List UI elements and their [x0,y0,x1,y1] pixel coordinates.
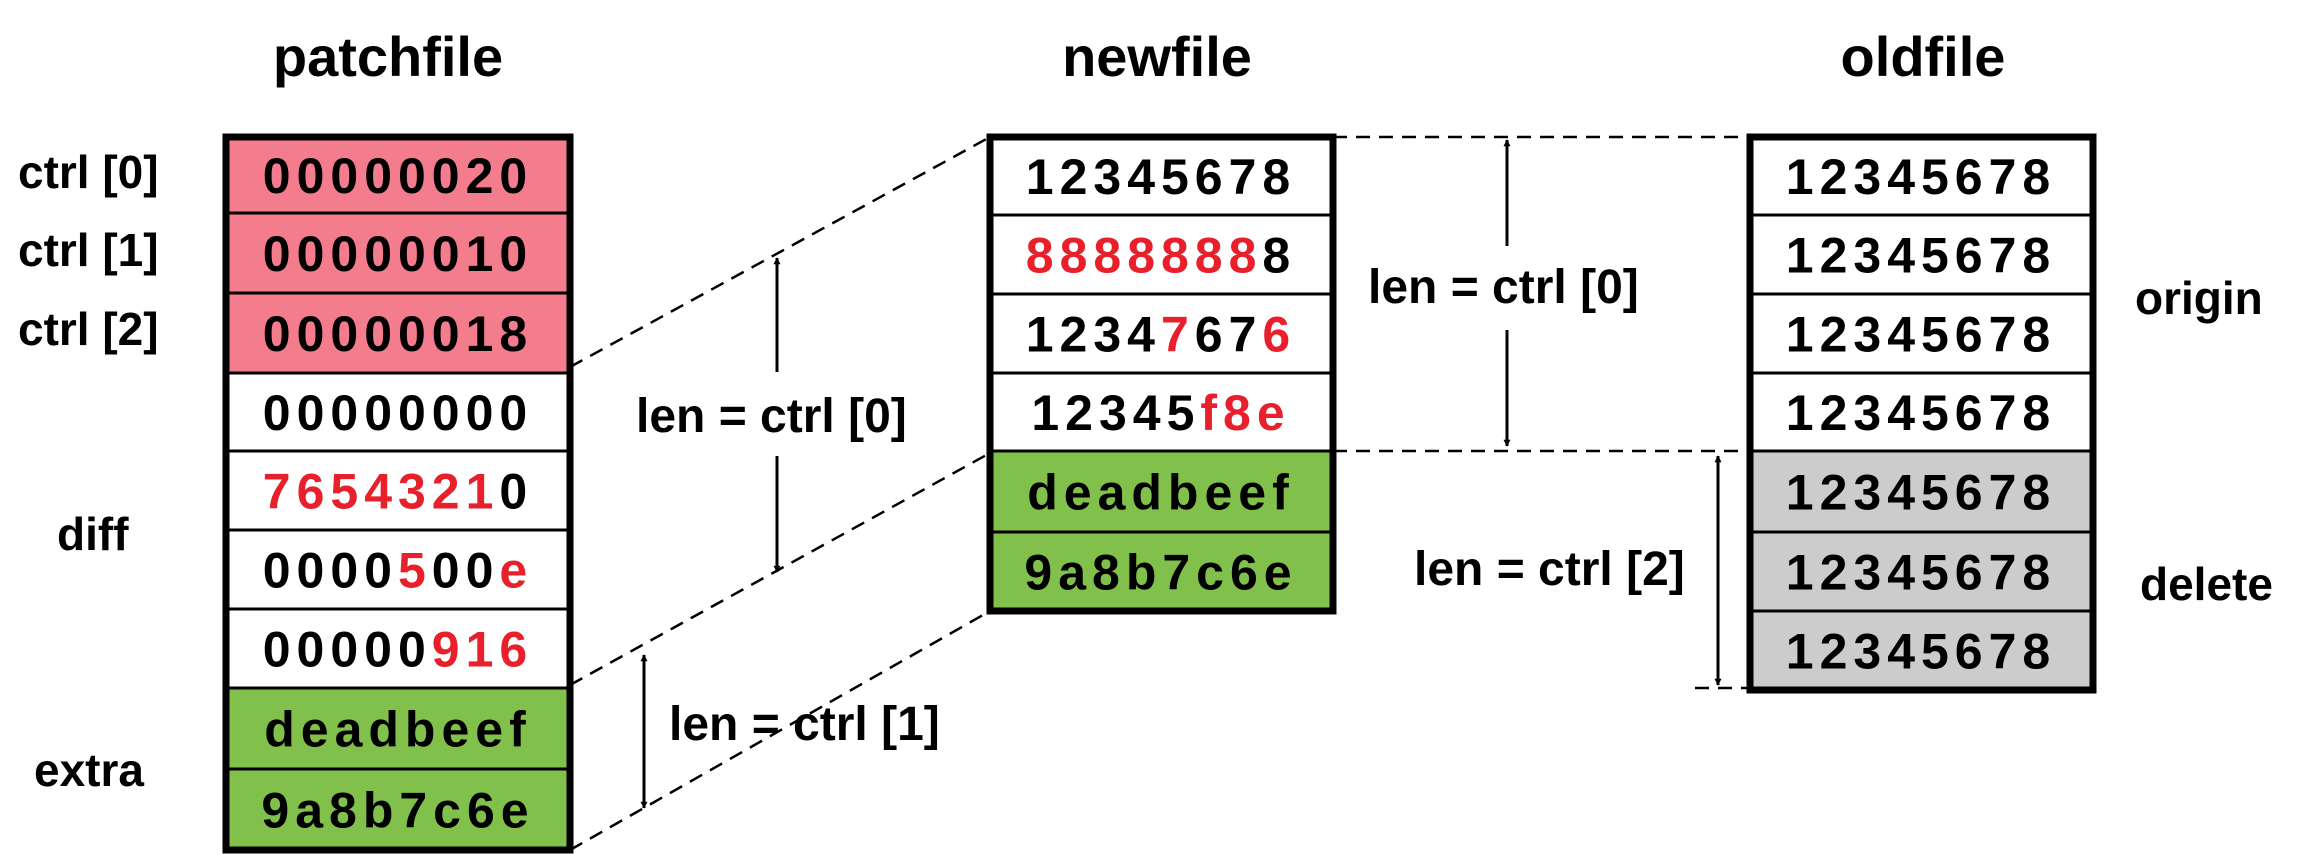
patchfile-cell-value: deadbeef [264,702,532,758]
extra-bottom-connector [569,609,991,852]
delete-label: delete [2140,558,2273,610]
oldfile-cell-bg [1748,292,2095,375]
oldfile-cell-value: 12345678 [1786,307,2056,363]
oldfile-cell-value: 12345678 [1786,228,2056,284]
patchfile-title: patchfile [273,25,503,88]
oldfile-cell-value: 12345678 [1786,545,2056,601]
diff-top-connector [569,135,991,369]
patchfile-cell-value: 00000020 [263,148,533,204]
patchfile-cell-value: 9a8b7c6e [261,783,534,839]
newfile-title: newfile [1062,25,1252,88]
diff-label: diff [57,508,129,560]
oldfile-cell-bg [1748,449,2095,534]
oldfile-cell-value: 12345678 [1786,149,2056,205]
oldfile-column: 12345678 12345678 12345678 12345678 12345678… [1746,133,2097,694]
patchfile-cell-bg [224,211,572,295]
newfile-cell-value: deadbeef [1027,465,1295,521]
oldfile-cell-bg [1748,213,2095,296]
patchfile-cell-value: 00000018 [263,306,533,362]
length-arrows [640,139,1722,809]
newfile-cell-value: 12345f8e [1031,385,1290,441]
newfile-cell-bg [988,530,1335,613]
patchfile-column: 00000020 00000010 00000018 00000000 76543210… [222,133,574,854]
extra-label: extra [34,744,144,796]
newfile-cell-bg [988,449,1335,534]
patchfile-cell-value: 00000000 [263,385,533,441]
newfile-cell-value: 12345678 [1026,149,1296,205]
oldfile-cell-bg [1748,609,2095,692]
patchfile-cell-value: 00000916 [263,622,533,678]
ctrl-1-label: ctrl [1] [18,224,159,276]
origin-length-label: len = ctrl [0] [1368,261,1639,314]
patchfile-cell-value: 0000500e [263,543,533,599]
oldfile-cell-value: 12345678 [1786,465,2056,521]
extra-length-label: len = ctrl [1] [669,698,940,751]
newfile-cell-bg [988,213,1335,296]
oldfile-outline [1746,133,2097,694]
patchfile-cell-value: 00000010 [263,226,533,282]
newfile-cell-value: 88888888 [1026,228,1296,284]
delete-length-label: len = ctrl [2] [1414,543,1685,596]
oldfile-cell-value: 12345678 [1786,385,2056,441]
newfile-cell-value: 12347676 [1026,307,1296,363]
patchfile-cell-value: 76543210 [263,464,533,520]
newfile-column: 12345678 88888888 12347676 12345f8e deadbeef… [986,133,1337,615]
ctrl-2-label: ctrl [2] [18,303,159,355]
newfile-cell-value: 9a8b7c6e [1024,545,1297,601]
diff-bottom-connector [569,451,991,687]
oldfile-title: oldfile [1841,25,2006,88]
ctrl-0-label: ctrl [0] [18,146,159,198]
connector-lines [569,135,1750,852]
diff-length-label: len = ctrl [0] [636,390,907,443]
oldfile-cell-value: 12345678 [1786,624,2056,680]
newfile-outline [986,133,1337,615]
patchfile-outline [222,133,574,854]
origin-label: origin [2135,272,2263,324]
